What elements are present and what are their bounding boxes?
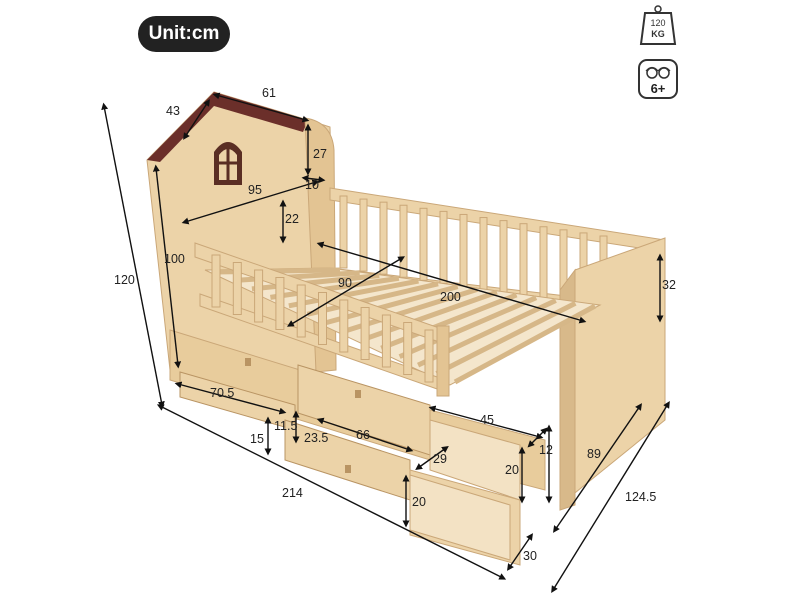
front-rail-slat-bar <box>296 284 306 338</box>
dim-step-height-lower: 20 <box>412 495 426 509</box>
unit-badge: Unit:cm <box>138 16 230 52</box>
dim-step-side: 12 <box>539 443 553 457</box>
back-rail-slat-bar <box>519 223 528 297</box>
dim-drawer-gap: 11.5 <box>274 419 298 433</box>
back-rail-slat-bar <box>439 210 448 284</box>
dim-head-height: 100 <box>164 252 185 266</box>
dim-bed-length: 200 <box>440 290 461 304</box>
footboard <box>559 237 666 511</box>
front-rail-slat-bar <box>275 277 285 330</box>
dim-step-depth: 29 <box>433 452 447 466</box>
dim-step-height-upper: 20 <box>505 463 519 477</box>
weight-unit: KG <box>651 29 665 39</box>
dim-total-length: 214 <box>282 486 303 500</box>
front-rail-slat-bar <box>211 254 221 308</box>
back-rail-slat-bar <box>539 226 548 300</box>
back-rail-slat-bar <box>399 204 408 278</box>
dim-total-width: 124.5 <box>625 490 657 504</box>
dim-base-depth: 30 <box>523 549 537 563</box>
back-rail-slat-bar <box>499 220 508 294</box>
dimension-lines <box>101 92 670 593</box>
dim-side-height: 89 <box>587 447 601 461</box>
weight-capacity-icon: 120 KG <box>637 4 679 46</box>
dim-roof-height: 27 <box>313 147 327 161</box>
dim-roof-width: 61 <box>262 86 276 100</box>
back-rail-slat-bar <box>459 213 468 287</box>
age-label: 6+ <box>650 81 666 96</box>
front-rail-slat-bar <box>254 269 264 323</box>
dim-drawer-width: 70.5 <box>210 386 235 400</box>
front-rail-slat-bar <box>232 262 242 315</box>
dim-roof-depth: 43 <box>166 104 180 118</box>
dim-rail-length: 90 <box>338 276 352 290</box>
house-window <box>214 142 242 185</box>
front-rail-slat-bar <box>403 322 413 375</box>
dim-drawer-inner: 23.5 <box>304 431 329 445</box>
weight-value: 120 <box>650 18 666 28</box>
front-rail-slat-bar <box>381 314 391 368</box>
dim-foot-height: 32 <box>662 278 676 292</box>
front-rail-slat-bar <box>360 307 370 360</box>
back-rail-slat-bar <box>479 217 488 291</box>
back-rail-slat-bar <box>339 195 348 269</box>
dim-window-drop: 22 <box>285 212 299 226</box>
back-rail-slat-bar <box>359 198 368 272</box>
dim-total-height: 120 <box>114 273 135 287</box>
dim-drawer-height: 15 <box>250 432 264 446</box>
back-rail-slat-bar <box>419 207 428 281</box>
front-rail-slat-bar <box>318 292 327 345</box>
dim-head-offset: 10 <box>305 178 319 192</box>
front-rail-slat-bar <box>424 329 434 383</box>
age-recommendation-icon: 6+ <box>637 58 679 100</box>
front-rail-slat-bar <box>339 299 349 353</box>
dim-drawer-depth: 66 <box>356 428 370 442</box>
dim-head-width: 95 <box>248 183 262 197</box>
dim-step-width: 45 <box>480 413 494 427</box>
